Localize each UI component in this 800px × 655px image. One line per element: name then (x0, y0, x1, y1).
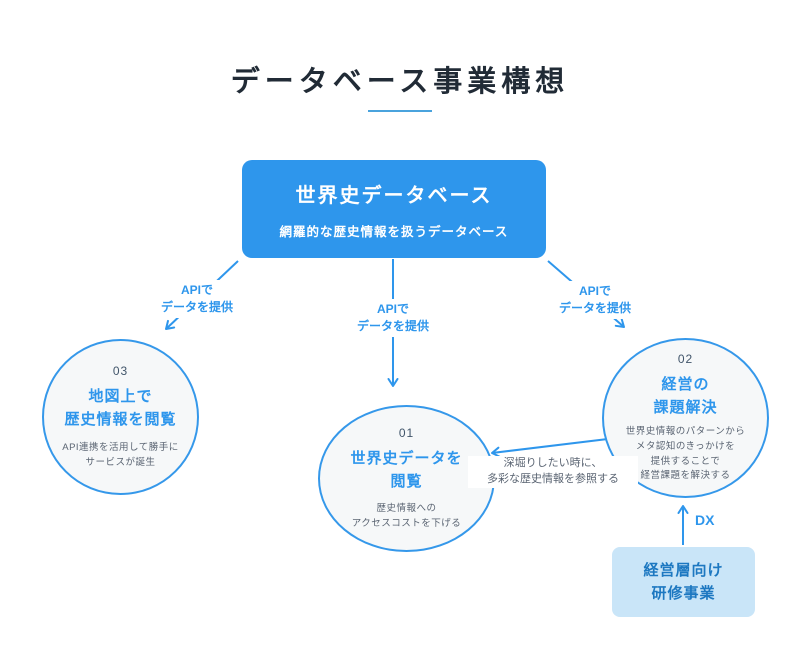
circle-description: 世界史情報のパターンから メタ認知のきっかけを 提供することで 経営課題を解決す… (626, 425, 746, 484)
api-arrow-right-label: APIで データを提供 (540, 281, 650, 319)
dx-arrow-label: DX (695, 512, 715, 528)
reference-arrow-label-line: 多彩な歴史情報を参照する (487, 472, 619, 485)
training-box-line: 研修事業 (651, 585, 716, 602)
api-arrow-center-label: APIで データを提供 (338, 299, 448, 337)
database-box-subtitle: 網羅的な歴史情報を扱うデータベース (279, 224, 509, 239)
circle-description-line: 提供することで (650, 455, 721, 467)
circle-03-map-browsing: 03 地図上で 歴史情報を閲覧 API連携を活用して勝手に サービスが誕生 (42, 339, 199, 495)
api-label-line: APIで (376, 302, 409, 316)
circle-title-line: 経営の (661, 375, 710, 393)
training-box-line: 経営層向け (643, 561, 724, 579)
database-box: 世界史データベース 網羅的な歴史情報を扱うデータベース (242, 160, 546, 258)
circle-description-line: 経営課題を解決する (640, 470, 731, 482)
circle-title-line: 歴史情報を閲覧 (64, 411, 177, 429)
training-business-box-label: 経営層向け 研修事業 (643, 559, 723, 606)
reference-arrow-label-line: 深堀りしたい時に、 (503, 457, 603, 469)
training-business-box: 経営層向け 研修事業 (612, 547, 755, 617)
circle-title-line: 課題解決 (653, 399, 718, 417)
circle-number: 01 (398, 425, 415, 440)
circle-title-line: 地図上で (88, 388, 153, 406)
circle-title-line: 閲覧 (390, 472, 423, 490)
api-arrow-left-label: APIで データを提供 (142, 280, 252, 318)
api-label-line: データを提供 (356, 318, 429, 333)
reference-arrow-label: 深堀りしたい時に、 多彩な歴史情報を参照する (468, 456, 638, 488)
circle-description-line: 歴史情報への (376, 503, 437, 515)
circle-02-management-solutions: 02 経営の 課題解決 世界史情報のパターンから メタ認知のきっかけを 提供する… (602, 338, 769, 498)
circle-description-line: サービスが誕生 (85, 456, 156, 468)
circle-number: 02 (677, 351, 694, 366)
circle-title: 地図上で 歴史情報を閲覧 (64, 385, 176, 432)
api-label-line: データを提供 (558, 300, 631, 315)
api-label-line: APIで (180, 283, 213, 297)
circle-description-line: アクセスコストを下げる (351, 518, 462, 530)
circle-title-line: 世界史データを (350, 449, 463, 467)
circle-description-line: メタ認知のきっかけを (635, 441, 736, 453)
circle-number: 03 (112, 364, 129, 379)
api-label-line: データを提供 (160, 299, 233, 314)
reference-arrow-line (491, 437, 617, 458)
circle-description-line: API連携を活用して勝手に (62, 441, 179, 453)
title-underline-divider (368, 110, 432, 112)
circle-title: 経営の 課題解決 (653, 373, 717, 420)
circle-01-data-browsing: 01 世界史データを 閲覧 歴史情報への アクセスコストを下げる (318, 405, 495, 552)
circle-description: API連携を活用して勝手に サービスが誕生 (62, 440, 179, 470)
api-label-line: APIで (578, 284, 611, 298)
circle-description: 歴史情報への アクセスコストを下げる (352, 501, 462, 531)
circle-title: 世界史データを 閲覧 (350, 447, 462, 494)
page-title: データベース事業構想 (230, 66, 570, 98)
circle-description-line: 世界史情報のパターンから (625, 426, 746, 438)
database-box-title: 世界史データベース (295, 184, 493, 207)
